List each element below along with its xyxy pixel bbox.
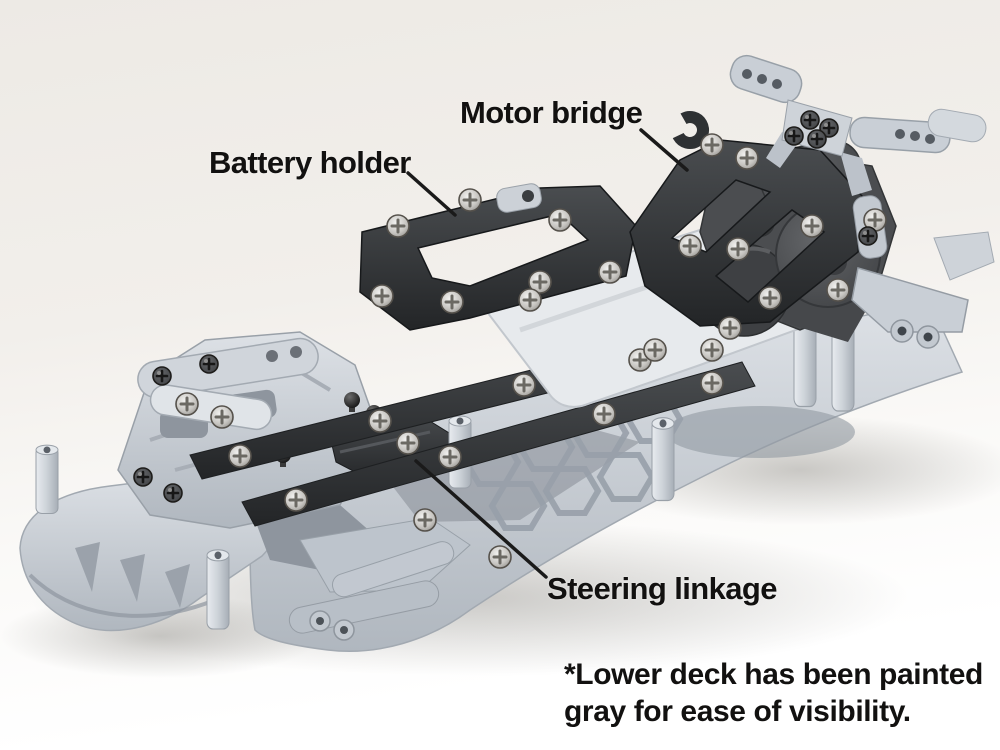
motor-bridge-callout-line: [639, 128, 689, 172]
bridge-hook: [671, 111, 709, 149]
front-tower: [117, 331, 382, 529]
battery-holder-callout-line: [406, 171, 457, 217]
footnote: *Lower deck has been painted gray for ea…: [564, 656, 983, 730]
front-suspension-arms: [255, 505, 471, 641]
steering-linkage-label: Steering linkage: [547, 571, 777, 606]
battery-holder-label: Battery holder: [209, 145, 411, 180]
motor-bridge-part: [629, 111, 863, 327]
motor-bridge-label: Motor bridge: [460, 95, 643, 130]
footnote-line-1: *Lower deck has been painted: [564, 658, 983, 691]
footnote-line-2: gray for ease of visibility.: [564, 695, 911, 728]
steering-linkage-callout-line: [414, 459, 548, 579]
callout-lines: [406, 128, 689, 579]
